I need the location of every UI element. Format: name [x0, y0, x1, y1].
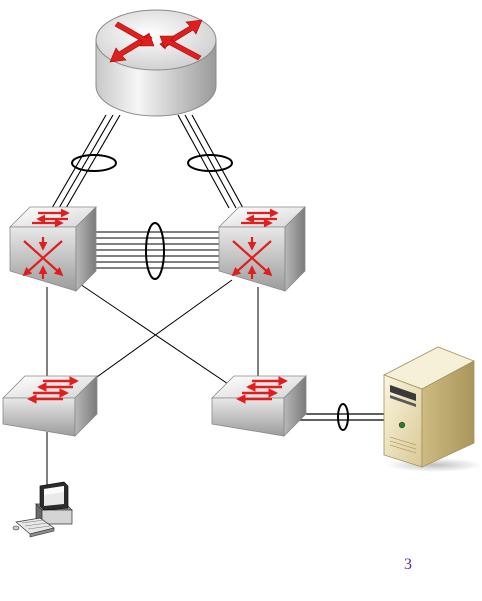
- switch-icon: [27, 376, 79, 404]
- tower-server-icon: [383, 346, 482, 472]
- router-icon: [95, 9, 217, 117]
- link-aggregation-ring-right: [187, 154, 233, 172]
- desktop-computer-icon: [12, 481, 73, 538]
- core-switch-right: [218, 206, 306, 292]
- link-access-right-server: [298, 413, 388, 421]
- links: [46, 114, 388, 488]
- link-core-right-access-left: [75, 279, 233, 393]
- page-number: 3: [404, 556, 412, 573]
- link-aggregation-ring-server: [337, 403, 349, 431]
- access-switch-left: [2, 375, 98, 437]
- link-router-core-left: [51, 114, 121, 209]
- link-router-core-right: [177, 114, 244, 209]
- switch-icon: [236, 376, 288, 404]
- link-core-to-core: [84, 231, 222, 269]
- layer3-switch-icon: [231, 208, 279, 279]
- link-aggregation-ring-left: [71, 154, 117, 172]
- core-switch-left: [9, 206, 97, 292]
- access-switch-right: [211, 375, 307, 437]
- layer3-switch-icon: [22, 208, 70, 279]
- link-aggregation-ring-core: [145, 222, 165, 280]
- link-core-left-access-right: [73, 279, 241, 393]
